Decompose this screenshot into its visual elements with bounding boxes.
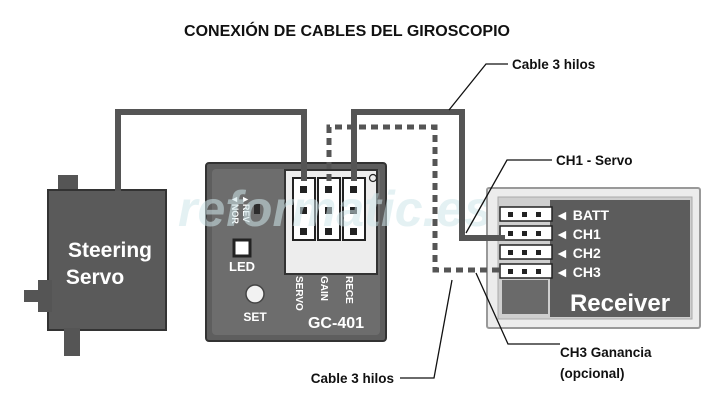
gyro-led-indicator — [232, 238, 252, 258]
servo-top-tab — [58, 175, 78, 191]
gyro-set-button[interactable] — [245, 284, 265, 304]
servo-bottom-tab — [64, 328, 80, 356]
gyro-pins — [300, 186, 357, 235]
servo-horn — [24, 290, 40, 302]
servo-shaft — [38, 280, 52, 312]
receiver-channel-ch1: ◄ CH1 — [555, 226, 601, 242]
gyro-port-label-gain: GAIN — [318, 276, 329, 301]
diagram-title: CONEXIÓN DE CABLES DEL GIROSCOPIO — [184, 21, 510, 40]
gyro-port-label-servo: SERVO — [293, 276, 304, 311]
gyro-rev-label: ▲REV — [241, 195, 251, 222]
gyro-mount-hole — [368, 173, 378, 183]
cable-gyro-gain-to-receiver-ch3 — [326, 124, 503, 273]
servo-label-line2: Servo — [66, 266, 124, 289]
receiver-name: Receiver — [570, 290, 670, 317]
receiver-ports — [499, 206, 553, 279]
servo-body — [47, 189, 167, 331]
servo-label-line1: Steering — [68, 239, 152, 262]
gyro-led-label: LED — [229, 259, 255, 274]
gyro-unit: ▲REV ▼NOR LED SET SERVO GAIN RECE GC-401 — [205, 162, 387, 342]
callout-ch3-opcional: (opcional) — [560, 366, 625, 381]
callout-ch3-ganancia: CH3 Ganancia — [560, 345, 652, 360]
receiver-channel-ch3: ◄ CH3 — [555, 264, 601, 280]
receiver-channel-batt: ◄ BATT — [555, 207, 609, 223]
gyro-set-label: SET — [243, 310, 267, 324]
callout-ch1-servo: CH1 - Servo — [556, 153, 633, 168]
gyro-nor-label: ▼NOR — [230, 195, 240, 224]
receiver-face — [550, 200, 690, 317]
cable-gyro-to-receiver-ch1 — [351, 109, 505, 241]
callout-line-cable-top — [448, 63, 508, 111]
watermark: reformatic.es — [178, 181, 492, 237]
callout-line-cable-bottom — [400, 279, 453, 379]
receiver-channel-ch2: ◄ CH2 — [555, 245, 601, 261]
callout-cable-bottom: Cable 3 hilos — [311, 371, 394, 386]
gyro-switch[interactable] — [254, 204, 260, 214]
callout-line-ch1 — [465, 159, 552, 234]
steering-servo: Steering Servo — [24, 175, 167, 356]
gyro-model-label: GC-401 — [308, 315, 364, 332]
receiver-antenna-block — [502, 280, 548, 314]
gyro-port-label-rece: RECE — [343, 276, 354, 304]
receiver: ◄ BATT ◄ CH1 ◄ CH2 ◄ CH3 Receiver — [486, 187, 701, 329]
callout-cable-top: Cable 3 hilos — [512, 57, 595, 72]
callout-line-ch3 — [475, 272, 560, 345]
cable-servo-to-gyro — [115, 109, 307, 191]
